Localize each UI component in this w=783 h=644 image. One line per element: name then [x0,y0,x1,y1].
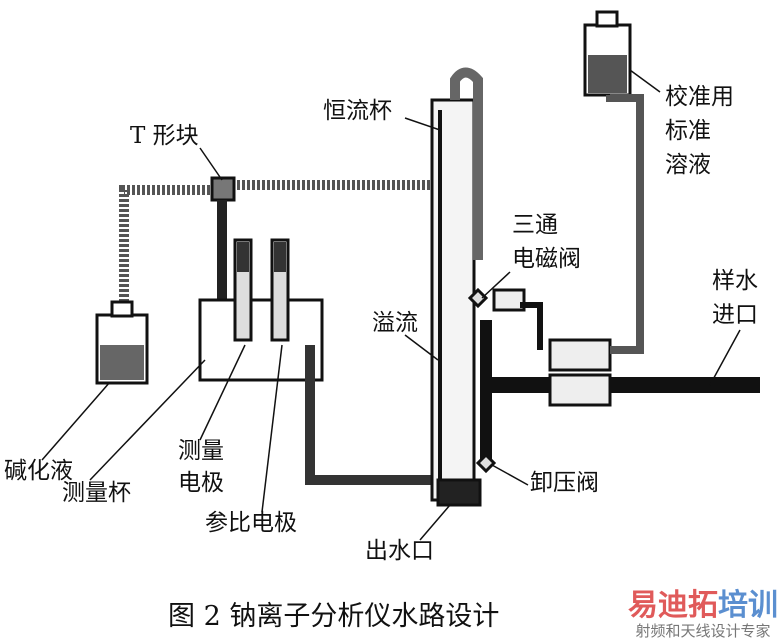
watermark-slogan: 射频和天线设计专家 [635,622,771,640]
label-solenoid-2: 电磁阀 [512,246,581,272]
solenoid-valve [467,287,489,309]
label-measuring-electrode-1: 测量 [178,438,224,464]
measuring-cup [198,298,324,382]
label-calibration-1: 校准用 [665,84,734,110]
watermark-brand-2: 培训 [718,588,778,623]
label-t-block: T 形块 [130,123,199,149]
label-alkali: 碱化液 [4,458,73,484]
figure-caption: 图 2 钠离子分析仪水路设计 [168,601,500,632]
label-sample-2: 进口 [712,302,758,328]
label-relief-valve: 卸压阀 [530,470,599,496]
label-calibration-3: 溶液 [665,152,711,178]
label-sample-1: 样水 [712,268,758,294]
label-solenoid-1: 三通 [512,212,558,238]
label-overflow: 溢流 [372,310,418,336]
filter-1 [548,338,612,372]
watermark-brand-1: 易迪拓 [628,588,718,623]
t-block [210,176,236,202]
label-outlet: 出水口 [365,538,434,564]
label-calibration-2: 标准 [665,118,711,144]
label-measuring-cup: 测量杯 [62,480,131,506]
watermark-logo: 易迪拓培训 射频和天线设计专家 [628,588,778,641]
label-reference-electrode: 参比电极 [205,510,297,536]
relief-valve [475,452,497,474]
filter-2 [548,373,612,407]
label-constant-flow-cup: 恒流杯 [323,98,392,124]
label-measuring-electrode-2: 电极 [178,470,224,496]
